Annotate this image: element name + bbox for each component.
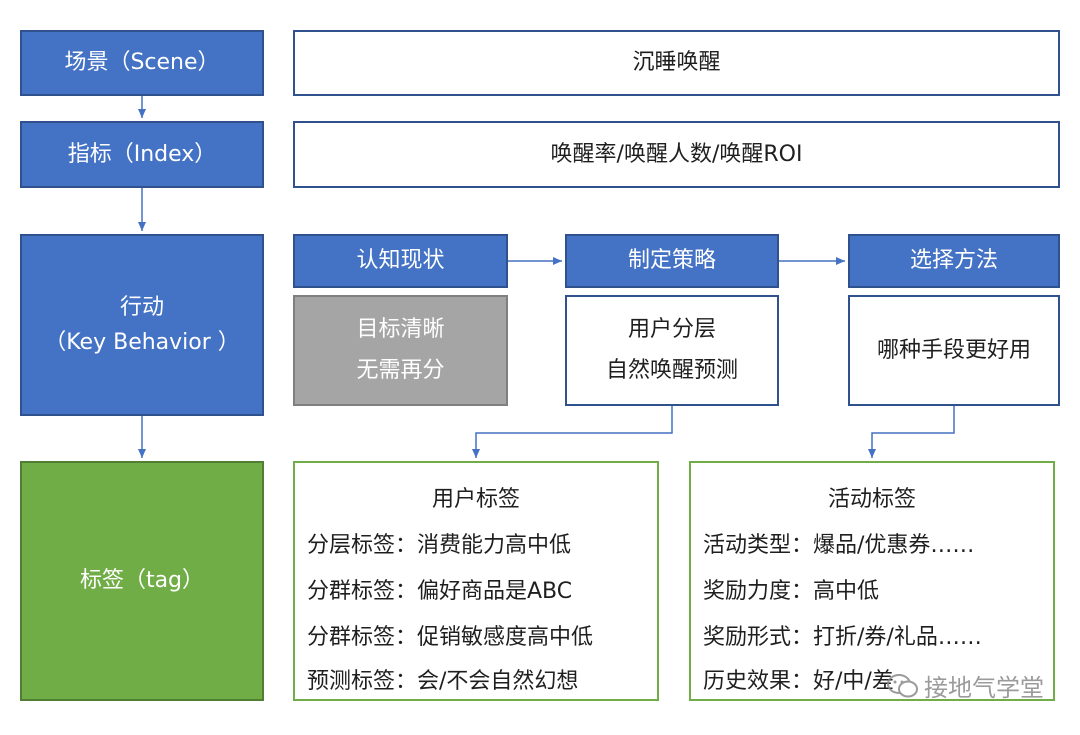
step2-label: 制定策略 <box>627 248 716 274</box>
index-label: 指标（Index） <box>67 141 217 167</box>
activity-tag-row: 奖励力度：高中低 <box>703 579 880 604</box>
activity-tags-box: 活动标签 活动类型：爆品/优惠券…… 奖励力度：高中低 奖励形式：打折/券/礼品… <box>689 461 1055 701</box>
user-tags-box: 用户标签 分层标签：消费能力高中低 分群标签：偏好商品是ABC 分群标签：促销敏… <box>293 461 659 701</box>
step3-label: 选择方法 <box>909 248 998 274</box>
detail3-text: 哪种手段更好用 <box>876 337 1031 363</box>
tag-box: 标签（tag） <box>20 461 264 701</box>
step-understand-status: 认知现状 <box>293 234 508 288</box>
user-tag-row: 分群标签：偏好商品是ABC <box>307 579 573 604</box>
detail-user-layering: 用户分层 自然唤醒预测 <box>565 295 779 406</box>
behavior-label-line1: 行动 <box>119 294 164 320</box>
index-box: 指标（Index） <box>20 121 264 188</box>
user-tags-title: 用户标签 <box>431 487 520 512</box>
user-tag-row: 预测标签：会/不会自然幻想 <box>307 669 579 694</box>
behavior-label-line2: （Key Behavior ） <box>44 330 240 355</box>
detail-best-method: 哪种手段更好用 <box>848 295 1060 406</box>
user-tag-row: 分层标签：消费能力高中低 <box>307 533 572 558</box>
scene-value-box: 沉睡唤醒 <box>293 30 1060 96</box>
index-value: 唤醒率/唤醒人数/唤醒ROI <box>550 141 803 167</box>
detail2-line1: 用户分层 <box>627 316 716 342</box>
wechat-icon <box>887 673 918 697</box>
detail1-line1: 目标清晰 <box>356 316 445 342</box>
index-value-box: 唤醒率/唤醒人数/唤醒ROI <box>293 121 1060 188</box>
step-choose-method: 选择方法 <box>848 234 1060 288</box>
activity-tags-title: 活动标签 <box>827 487 916 512</box>
detail2-line2: 自然唤醒预测 <box>605 357 738 383</box>
watermark: 接地气学堂 <box>886 668 1044 703</box>
detail1-line2: 无需再分 <box>356 357 445 383</box>
detail-clear-goal: 目标清晰 无需再分 <box>293 295 508 406</box>
watermark-text: 接地气学堂 <box>924 674 1044 702</box>
scene-value: 沉睡唤醒 <box>632 50 721 76</box>
activity-tag-row: 活动类型：爆品/优惠券…… <box>703 533 975 558</box>
step-make-strategy: 制定策略 <box>565 234 779 288</box>
tag-label: 标签（tag） <box>79 568 205 594</box>
scene-label: 场景（Scene） <box>64 50 220 76</box>
behavior-box: 行动 （Key Behavior ） <box>20 234 264 416</box>
activity-tag-row: 奖励形式：打折/券/礼品…… <box>703 625 982 650</box>
user-tag-row: 分群标签：促销敏感度高中低 <box>307 625 594 650</box>
step1-label: 认知现状 <box>356 248 445 274</box>
arrow-strategy-to-user-tags <box>472 406 673 458</box>
scene-box: 场景（Scene） <box>20 30 264 96</box>
arrow-method-to-activity-tags <box>868 406 955 458</box>
activity-tag-row: 历史效果：好/中/差 <box>703 669 894 694</box>
